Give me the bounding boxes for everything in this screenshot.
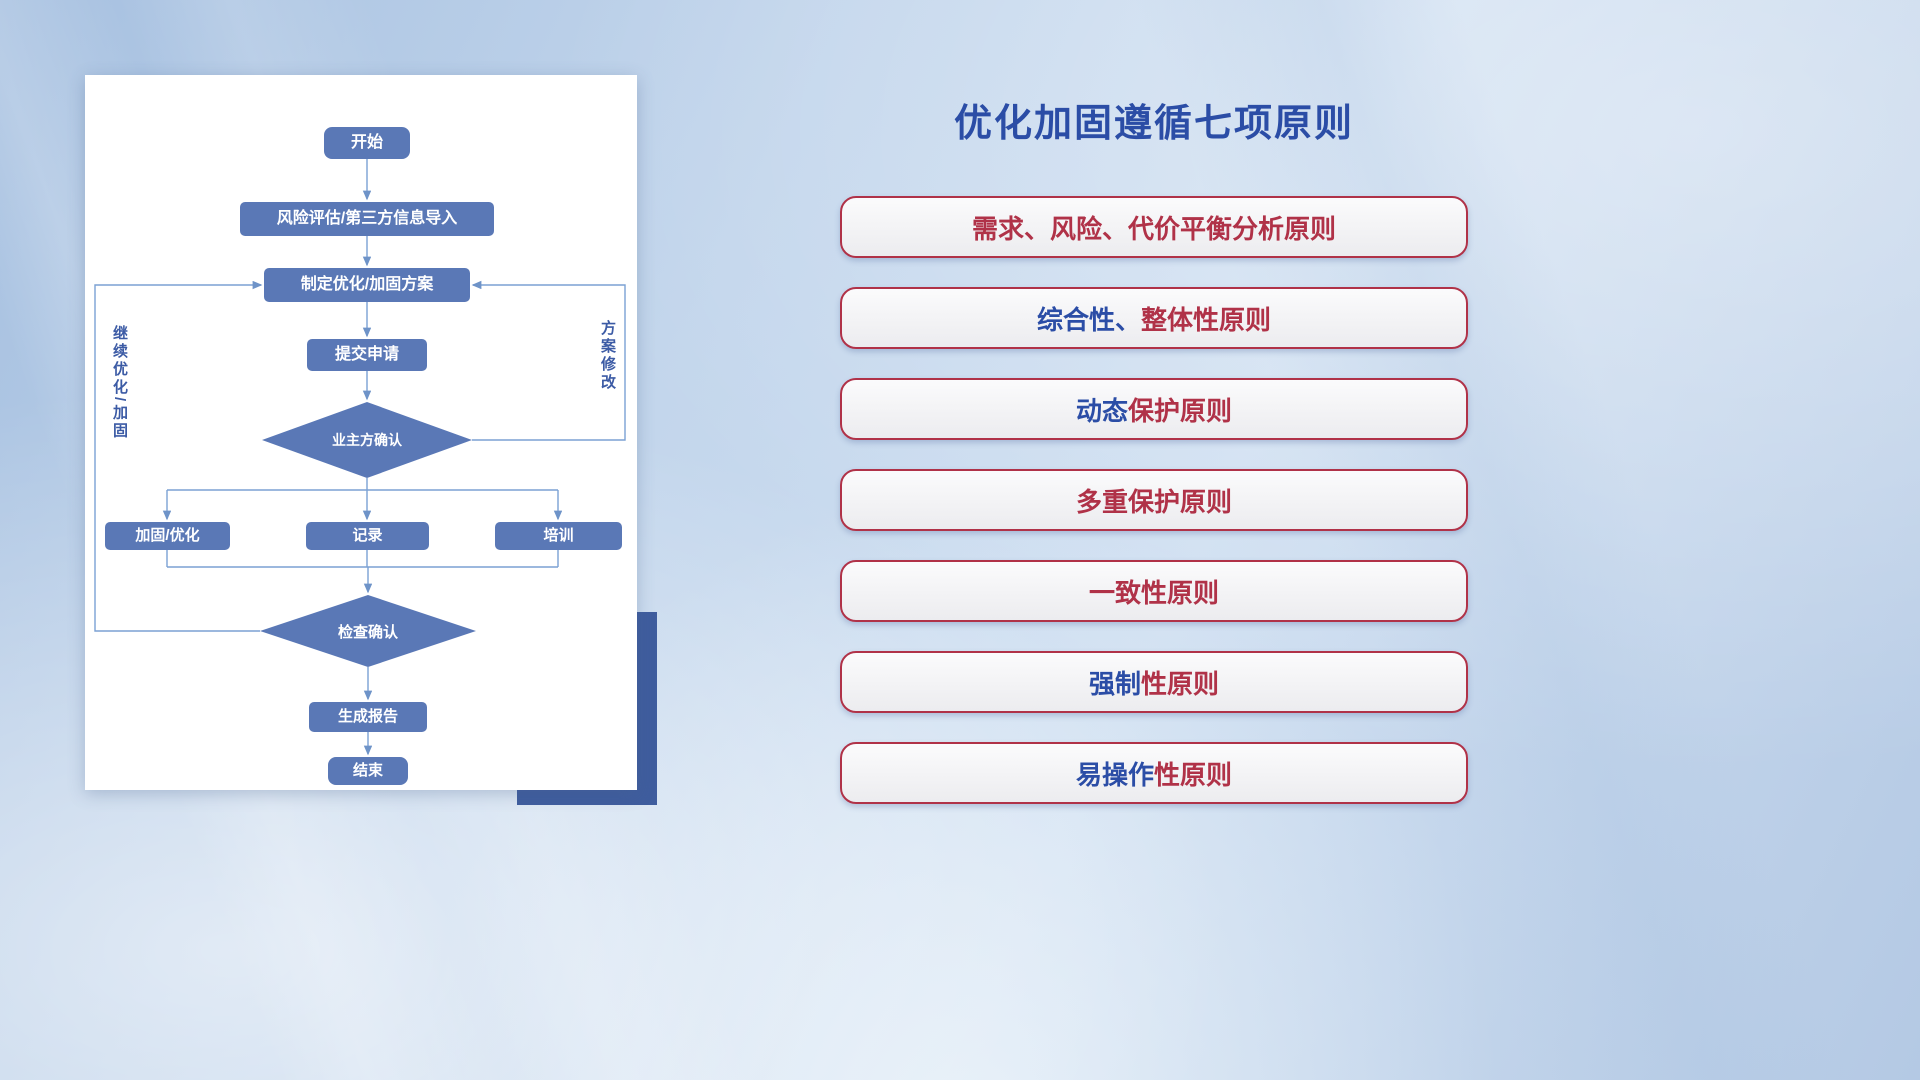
principle-2-red-text: 整体性原则 bbox=[1141, 304, 1272, 335]
principle-item-1: 需求、风险、代价平衡分析原则 bbox=[840, 196, 1468, 258]
principle-3-blue-text: 动态 bbox=[1075, 395, 1128, 426]
principle-1-red-text: 需求、风险、代价平衡分析原则 bbox=[971, 213, 1336, 244]
panel-title: 优化加固遵循七项原则 bbox=[953, 103, 1354, 145]
principle-4-red-text: 多重保护原则 bbox=[1075, 486, 1232, 517]
flow-node-training: 培训 bbox=[495, 522, 622, 550]
flow-node-risk-assessment: 风险评估/第三方信息导入 bbox=[240, 202, 494, 236]
principle-7-blue-text: 易操作 bbox=[1075, 759, 1154, 790]
principle-item-7: 易操作性原则 bbox=[840, 742, 1468, 804]
principle-item-2: 综合性、整体性原则 bbox=[840, 287, 1468, 349]
principles-panel: 优化加固遵循七项原则 需求、风险、代价平衡分析原则 综合性、整体性原则 动态保护… bbox=[840, 0, 1468, 1080]
flow-decision-check-confirm: 检查确认 bbox=[260, 595, 476, 667]
principle-6-blue-text: 强制 bbox=[1088, 668, 1141, 699]
loop-label-continue-optimize: 继续优化/加固 bbox=[111, 325, 128, 441]
principle-7-red-text: 性原则 bbox=[1154, 759, 1233, 790]
flow-node-start: 开始 bbox=[324, 127, 410, 159]
flow-decision-owner-confirm: 业主方确认 bbox=[262, 402, 472, 478]
flow-node-make-plan: 制定优化/加固方案 bbox=[264, 268, 470, 302]
principle-3-red-text: 保护原则 bbox=[1128, 395, 1233, 426]
flow-node-record: 记录 bbox=[306, 522, 429, 550]
principles-list: 需求、风险、代价平衡分析原则 综合性、整体性原则 动态保护原则 多重保护原则 一… bbox=[840, 196, 1468, 804]
principle-item-3: 动态保护原则 bbox=[840, 378, 1468, 440]
principle-item-4: 多重保护原则 bbox=[840, 469, 1468, 531]
flow-node-generate-report: 生成报告 bbox=[309, 702, 427, 732]
loop-label-plan-revision: 方案修改 bbox=[599, 320, 616, 392]
principle-6-red-text: 性原则 bbox=[1141, 668, 1220, 699]
principle-2-blue-text: 综合性、 bbox=[1036, 304, 1141, 335]
principle-item-6: 强制性原则 bbox=[840, 651, 1468, 713]
flow-node-submit-application: 提交申请 bbox=[307, 339, 427, 371]
flowchart-card: 开始 风险评估/第三方信息导入 制定优化/加固方案 提交申请 业主方确认 加固/… bbox=[85, 75, 637, 790]
principle-5-red-text: 一致性原则 bbox=[1088, 577, 1219, 608]
principle-item-5: 一致性原则 bbox=[840, 560, 1468, 622]
flow-node-harden-optimize: 加固/优化 bbox=[105, 522, 230, 550]
flow-node-end: 结束 bbox=[328, 757, 408, 785]
